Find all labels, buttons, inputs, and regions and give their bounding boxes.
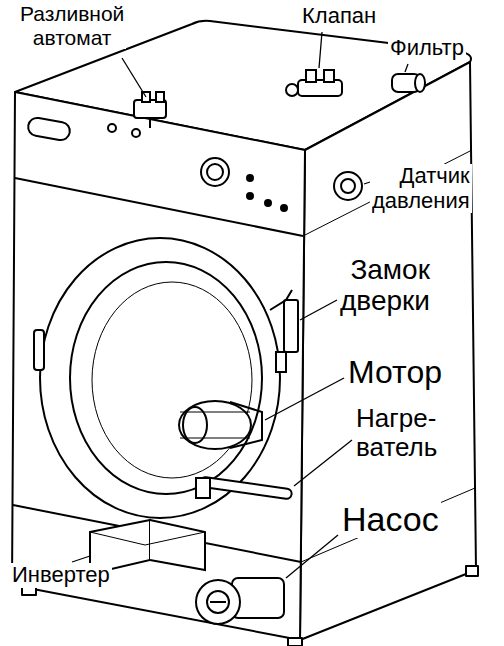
door-lock-part-shape <box>284 300 298 352</box>
control-panel-shape <box>247 193 253 199</box>
door-lock-part <box>270 290 298 372</box>
control-panel-shape <box>281 205 287 211</box>
pressure-sensor-part <box>334 172 362 200</box>
door-lock-part-shape <box>270 290 292 310</box>
leader-lines-shape <box>286 535 338 578</box>
door-lock-part-shape <box>276 352 286 372</box>
control-panel <box>27 116 287 211</box>
motor-part-shape <box>230 402 262 448</box>
leader-lines-shape <box>319 32 322 68</box>
door <box>34 238 280 518</box>
motor-part-shape <box>180 438 250 439</box>
door-shape <box>40 238 280 518</box>
motor-part-shape <box>180 412 250 413</box>
control-panel-shape <box>265 200 271 206</box>
machine-body-shape <box>466 566 478 576</box>
leader-lines-shape <box>265 378 344 420</box>
door-shape <box>34 330 44 370</box>
motor-part <box>179 401 262 449</box>
valve-part <box>286 70 342 96</box>
dispenser-part-shape <box>156 92 164 102</box>
machine-body-shape <box>15 178 303 236</box>
part-label: Фильтр <box>388 36 466 61</box>
valve-part-shape <box>306 70 316 82</box>
control-panel-shape <box>207 164 223 180</box>
valve-part-shape <box>324 70 334 82</box>
leader-lines-shape <box>294 440 352 486</box>
part-label: Нагре- ватель <box>354 404 439 462</box>
heater-part-shape <box>196 478 210 498</box>
machine-body <box>12 21 478 646</box>
machine-body-shape <box>12 92 305 640</box>
pressure-sensor-part-shape <box>341 179 355 193</box>
part-label: Инвертер <box>10 563 112 588</box>
pump-part-shape <box>207 591 229 613</box>
valve-part-shape <box>286 84 298 96</box>
inverter-part-shape <box>150 520 205 570</box>
leader-lines-shape <box>72 556 90 562</box>
control-panel-shape <box>132 129 140 137</box>
control-panel-shape <box>27 116 71 141</box>
part-label: Насос <box>340 500 441 538</box>
part-label: Замок дверки <box>338 254 432 317</box>
filter-part <box>392 74 425 92</box>
leader-lines-shape <box>405 64 408 72</box>
door-shape <box>92 282 252 478</box>
pressure-sensor-part-shape <box>334 172 362 200</box>
pump-part-shape <box>210 601 226 603</box>
leader-lines-shape <box>122 58 146 97</box>
dispenser-part <box>134 92 166 128</box>
motor-part-shape <box>179 401 251 449</box>
pump-part-shape <box>196 580 240 624</box>
heater-part-shape <box>200 477 292 500</box>
machine-body-shape <box>303 150 472 236</box>
dispenser-part-shape <box>149 118 151 128</box>
door-shape <box>70 262 262 494</box>
inverter-part-shape <box>90 532 205 545</box>
heater-part <box>196 477 292 500</box>
machine-body-shape <box>288 638 302 646</box>
machine-body-shape <box>300 62 476 640</box>
part-label: Разливной автомат <box>18 2 126 49</box>
leader-lines-shape <box>300 300 337 320</box>
part-label: Клапан <box>300 4 378 29</box>
valve-part-shape <box>298 80 342 96</box>
part-label: Датчик давления <box>370 164 472 213</box>
part-label: Мотор <box>346 355 444 391</box>
filter-part-shape <box>415 74 425 92</box>
control-panel-shape <box>247 175 253 181</box>
control-panel-shape <box>108 124 116 132</box>
machine-body-shape <box>301 488 475 562</box>
control-panel-shape <box>201 158 229 186</box>
pump-part <box>196 578 284 624</box>
